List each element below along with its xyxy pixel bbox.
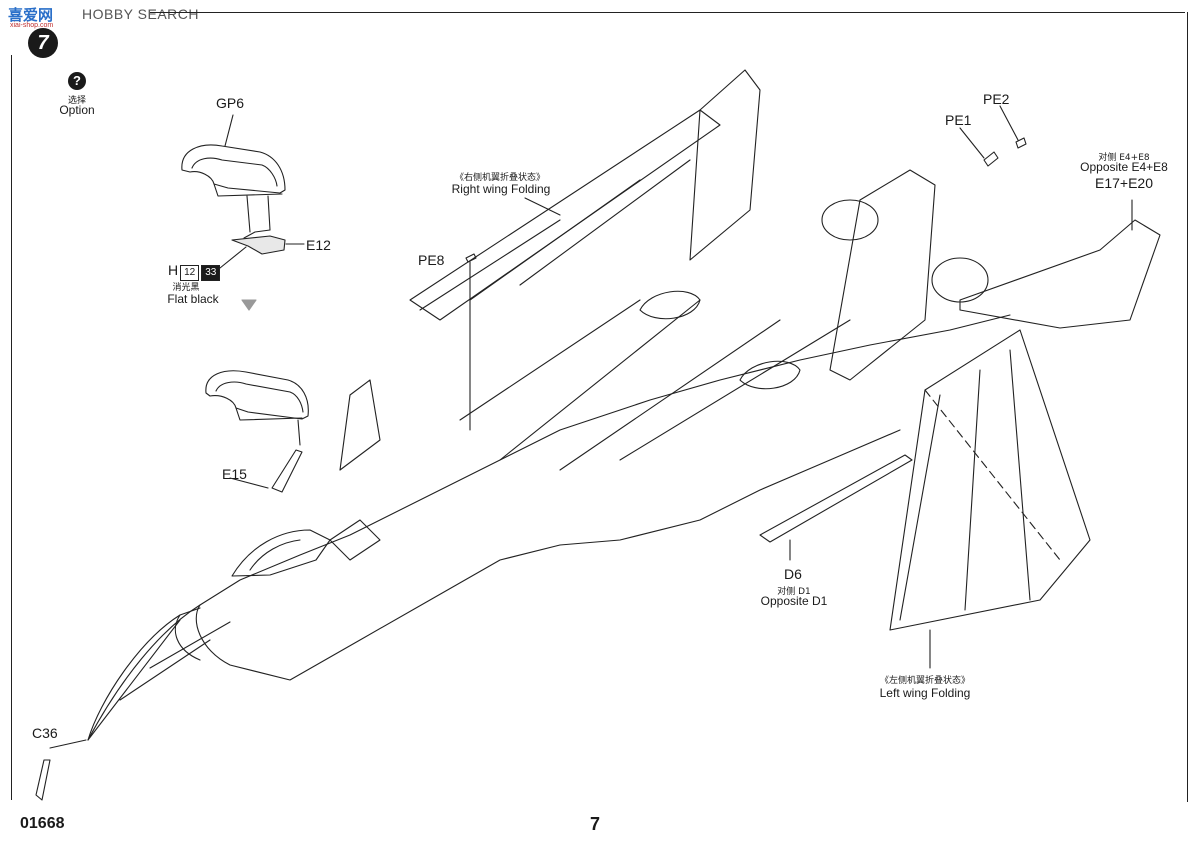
part-e15-drawing [271, 449, 303, 493]
paint-code-2: 33 [201, 265, 221, 281]
option-label-en: Option [59, 103, 95, 117]
fuselage-drawing [35, 69, 1161, 801]
frame-right-border [1187, 12, 1188, 802]
right-wing-label-cn: 《右侧机翼折叠状态》 [454, 173, 546, 183]
part-label-pe8: PE8 [418, 252, 445, 268]
right-wing-label-en: Right wing Folding [451, 182, 551, 196]
left-wing-label-cn: 《左侧机翼折叠状态》 [879, 676, 971, 686]
part-label-e15: E15 [222, 466, 247, 482]
part-label-gp6: GP6 [215, 95, 245, 111]
left-wing-label-en: Left wing Folding [879, 686, 971, 700]
frame-left-border [11, 55, 12, 800]
arrow-down-icon [241, 299, 257, 311]
opposite-d1-en: Opposite D1 [760, 594, 828, 608]
option-label-cn: 选择 [67, 96, 87, 106]
canopy-gp6-drawing [181, 114, 286, 197]
watermark-text: HOBBY SEARCH [82, 6, 199, 22]
opposite-d1-cn: 对侧 D1 [777, 587, 811, 597]
opposite-e4-e8-en: Opposite E4+E8 [1080, 160, 1168, 174]
part-label-pe1: PE1 [945, 112, 972, 128]
paint-code-1: 12 [180, 265, 200, 281]
paint-name-en: Flat black [167, 292, 219, 306]
option-question-icon: ? [68, 72, 86, 90]
part-label-c36: C36 [32, 725, 58, 741]
step-number-badge: 7 [28, 28, 58, 58]
part-label-d6: D6 [784, 566, 802, 582]
watermark-subtext: xiai-shop.com [10, 22, 54, 29]
paint-name-cn: 消光黑 [172, 283, 200, 293]
sight-e12-drawing [219, 195, 305, 269]
kit-code: 01668 [20, 815, 65, 832]
paint-letter: H [168, 262, 179, 278]
part-label-e12: E12 [306, 237, 331, 253]
page-number: 7 [590, 814, 601, 834]
opposite-e4-e8-cn: 对侧 E4+E8 [1098, 153, 1150, 163]
canopy-assembled-drawing [205, 370, 309, 446]
part-label-e17-e20: E17+E20 [1095, 175, 1153, 191]
frame-top-border [150, 12, 1185, 13]
part-label-pe2: PE2 [983, 91, 1010, 107]
watermark-logo: 喜爱网 [8, 6, 54, 24]
